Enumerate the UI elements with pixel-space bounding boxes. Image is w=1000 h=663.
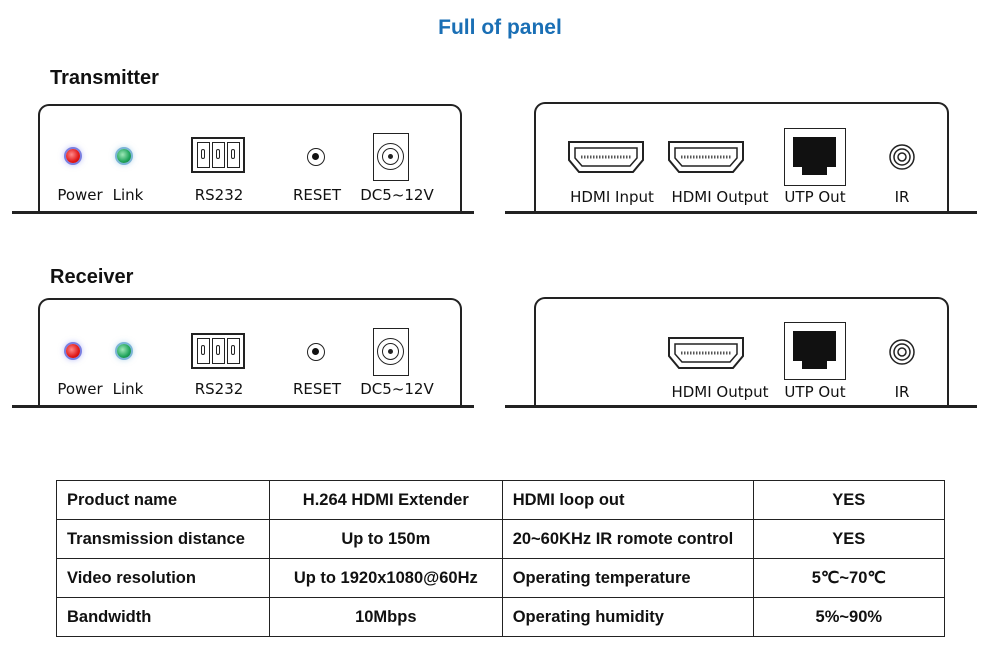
hdmi-output-label: HDMI Output (671, 188, 769, 206)
link-label: Link (112, 380, 144, 398)
transmitter-heading: Transmitter (50, 67, 159, 89)
hdmi-output-label: HDMI Output (671, 383, 769, 401)
spec-label: Operating temperature (501, 558, 754, 598)
panel-base-line (12, 211, 474, 214)
ir-jack-icon (889, 339, 915, 365)
utp-out-label: UTP Out (784, 188, 846, 206)
table-row: Video resolution Up to 1920x1080@60Hz Op… (56, 558, 946, 598)
spec-value: YES (752, 519, 946, 559)
spec-label: Transmission distance (56, 519, 270, 559)
reset-label: RESET (292, 380, 342, 398)
panel-outline (534, 297, 949, 406)
reset-label: RESET (292, 186, 342, 204)
rs232-label: RS232 (194, 380, 244, 398)
table-row: Product name H.264 HDMI Extender HDMI lo… (56, 480, 946, 520)
ir-jack-icon (889, 144, 915, 170)
terminal-block-icon (191, 333, 245, 369)
panel-outline (534, 102, 949, 212)
spec-value: 5%~90% (752, 597, 946, 637)
power-label: Power (57, 380, 103, 398)
reset-button-icon (307, 148, 325, 166)
dc-label: DC5~12V (360, 380, 434, 398)
dc-label: DC5~12V (360, 186, 434, 204)
panel-outline (38, 298, 462, 406)
led-green-icon (117, 149, 131, 163)
power-label: Power (57, 186, 103, 204)
spec-label: Video resolution (56, 558, 270, 598)
dc-jack-icon (373, 328, 409, 376)
rj45-port-icon (784, 322, 846, 380)
spec-value: 10Mbps (268, 597, 503, 637)
led-red-icon (66, 149, 80, 163)
ir-label: IR (894, 188, 910, 206)
spec-value: H.264 HDMI Extender (268, 480, 503, 520)
table-row: Bandwidth 10Mbps Operating humidity 5%~9… (56, 597, 946, 637)
spec-value: YES (752, 480, 946, 520)
reset-button-icon (307, 343, 325, 361)
ir-label: IR (894, 383, 910, 401)
dc-jack-icon (373, 133, 409, 181)
spec-label: HDMI loop out (501, 480, 754, 520)
rs232-label: RS232 (194, 186, 244, 204)
rj45-port-icon (784, 128, 846, 186)
led-green-icon (117, 344, 131, 358)
spec-value: Up to 1920x1080@60Hz (268, 558, 503, 598)
hdmi-port-icon (668, 141, 744, 173)
panel-base-line (505, 211, 977, 214)
hdmi-port-icon (668, 337, 744, 369)
terminal-block-icon (191, 137, 245, 173)
led-red-icon (66, 344, 80, 358)
utp-out-label: UTP Out (784, 383, 846, 401)
spec-label: Product name (56, 480, 270, 520)
spec-label: 20~60KHz IR romote control (501, 519, 754, 559)
table-row: Transmission distance Up to 150m 20~60KH… (56, 519, 946, 559)
spec-label: Bandwidth (56, 597, 270, 637)
spec-table: Product name H.264 HDMI Extender HDMI lo… (56, 480, 946, 637)
page-title: Full of panel (438, 16, 562, 39)
panel-base-line (12, 405, 474, 408)
spec-value: 5℃~70℃ (752, 558, 946, 598)
receiver-heading: Receiver (50, 266, 134, 288)
spec-label: Operating humidity (501, 597, 754, 637)
hdmi-input-label: HDMI Input (570, 188, 654, 206)
spec-value: Up to 150m (268, 519, 503, 559)
panel-outline (38, 104, 462, 212)
link-label: Link (112, 186, 144, 204)
hdmi-port-icon (568, 141, 644, 173)
panel-base-line (505, 405, 977, 408)
